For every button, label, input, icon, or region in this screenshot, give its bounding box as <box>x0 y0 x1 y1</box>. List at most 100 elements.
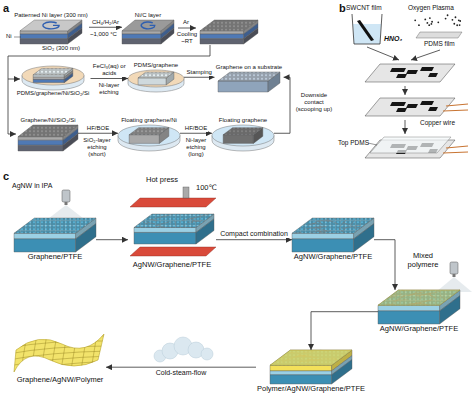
graphene-lattice <box>138 72 174 78</box>
heater-nozzle <box>183 187 189 198</box>
process-arrow <box>411 50 440 60</box>
plasma-dot <box>424 19 426 21</box>
hot-plate <box>130 247 216 256</box>
annotation-label: Top PDMS <box>338 139 369 146</box>
layer-front <box>33 77 64 79</box>
dish-liquid <box>128 70 184 87</box>
swcnt-pattern <box>428 107 438 111</box>
sprayer-body <box>62 190 70 202</box>
process-step: PDMS/graphene/Ni/SiO₂/Si <box>16 66 91 98</box>
edge-label: HF/BOE <box>184 125 208 132</box>
step-caption: AgNW/Graphene/PTFE <box>133 260 211 269</box>
annotation-label: Ar <box>183 19 189 26</box>
step-caption: Floating graphene/Ni <box>121 117 177 125</box>
plasma-dot <box>431 21 433 23</box>
hot-plate <box>130 198 216 207</box>
step-caption: PDMS/graphene <box>134 62 178 70</box>
polymer-layer <box>270 350 352 365</box>
silver-nanowire <box>315 227 326 230</box>
mesh-line <box>30 328 38 376</box>
silver-nanowire <box>342 228 347 231</box>
spray-cone <box>436 277 472 292</box>
mesh-line <box>8 361 110 372</box>
plasma-dot <box>418 24 420 26</box>
silver-nanowire <box>339 227 340 230</box>
layer-front <box>18 140 63 145</box>
graphene-lattice <box>223 128 263 135</box>
edge-label: FeCl₃(aq) or acids <box>89 63 129 77</box>
process-arrow <box>367 47 399 60</box>
layer-front <box>33 79 64 82</box>
step-caption: Graphene on a substrate <box>216 64 282 72</box>
silver-nanowire <box>308 223 314 225</box>
mesh-line <box>90 328 98 376</box>
plasma-dot <box>459 20 461 22</box>
layer-front <box>20 39 68 44</box>
process-arrow <box>89 27 122 28</box>
silver-nanowire <box>187 221 202 223</box>
graphene-lattice <box>270 350 352 365</box>
illustration-slot <box>292 218 374 252</box>
beaker <box>352 14 382 44</box>
silver-nanowire <box>334 218 336 220</box>
silver-nanowire <box>182 218 195 221</box>
mesh-line <box>50 328 58 376</box>
process-arrow <box>96 239 128 240</box>
plasma-dot <box>430 23 432 25</box>
top-face <box>14 218 96 233</box>
layer-front <box>378 305 440 311</box>
layer-front <box>200 31 244 34</box>
silver-nanowire <box>192 219 193 223</box>
illustration-slot <box>22 66 84 90</box>
process-step: AgNW/Graphene/PTFE <box>128 210 216 269</box>
layer-front <box>122 39 161 44</box>
edge-label: HF/BOE <box>86 125 110 132</box>
swcnt-pattern <box>390 102 406 106</box>
mesh-line <box>20 328 28 376</box>
annotation-label: Copper wire <box>420 119 455 126</box>
ptfe-grid <box>14 218 96 233</box>
graphene-lattice <box>378 290 460 305</box>
process-arrow <box>8 79 20 80</box>
step-caption: AgNW/Graphene/PTFE <box>380 324 458 333</box>
graphene-lattice <box>200 20 258 31</box>
ptfe-grid <box>134 214 214 228</box>
process-step: Floating graphene/Ni <box>118 117 180 151</box>
layer-front <box>270 375 332 384</box>
mesh-line <box>8 356 110 366</box>
graphene-lattice <box>218 72 280 81</box>
process-arrow <box>216 239 292 240</box>
top-face <box>122 20 174 31</box>
top-face <box>138 72 174 78</box>
graphene-lattice <box>33 68 73 74</box>
silver-nanowire <box>294 232 302 234</box>
top-face <box>33 68 73 74</box>
process-step: Patterned Ni layer (300 nm) <box>13 12 89 44</box>
edge-label: Cold-steam-flow <box>155 369 208 377</box>
swcnt-pattern <box>428 73 438 77</box>
illustration-slot <box>14 330 106 375</box>
dish-liquid <box>212 125 274 146</box>
copper-wire <box>443 146 468 153</box>
plasma-dot <box>452 19 454 21</box>
layer-front <box>200 39 244 44</box>
mesh-line <box>8 336 110 342</box>
silver-nanowire <box>149 219 157 220</box>
silver-nanowire <box>324 220 329 222</box>
annotation-label: AgNW in IPA <box>12 182 52 190</box>
silver-nanowire <box>175 221 176 226</box>
mesh-line <box>8 351 110 360</box>
g-pattern <box>141 22 155 29</box>
silver-nanowire <box>318 221 322 225</box>
layer-front <box>134 228 196 233</box>
illustration-slot <box>18 124 78 150</box>
edge-label: Compact combination <box>219 230 289 238</box>
illustration-slot <box>218 71 280 91</box>
plasma-dot <box>426 22 428 24</box>
process-arrow <box>405 120 406 134</box>
swcnt-pattern <box>420 101 434 105</box>
sprayer-nozzle <box>65 202 68 205</box>
pdms-film <box>416 32 462 38</box>
annotation-label: Ni-layer etching <box>92 82 126 96</box>
